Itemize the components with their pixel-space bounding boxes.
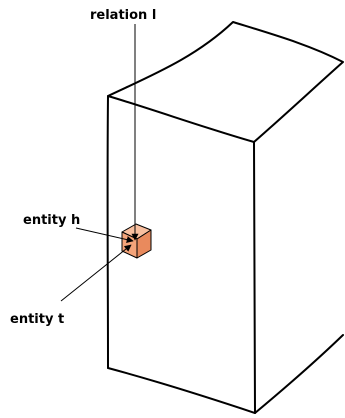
tail-arrow: [60, 244, 132, 302]
large-box-bottom-edge: [107, 367, 256, 414]
entity-h-label: entity h: [23, 213, 80, 228]
relation-label: relation l: [90, 8, 156, 23]
head-arrow: [75, 227, 134, 244]
large-box: [106, 21, 344, 414]
large-box-bottom-right-edge: [254, 334, 344, 414]
small-cube: [121, 223, 152, 259]
small-cube-side: [136, 229, 152, 259]
large-box-middle-edge: [253, 141, 256, 414]
large-box-top-face: [107, 21, 344, 143]
entity-t-label: entity t: [10, 312, 64, 327]
arrows: [60, 24, 139, 302]
